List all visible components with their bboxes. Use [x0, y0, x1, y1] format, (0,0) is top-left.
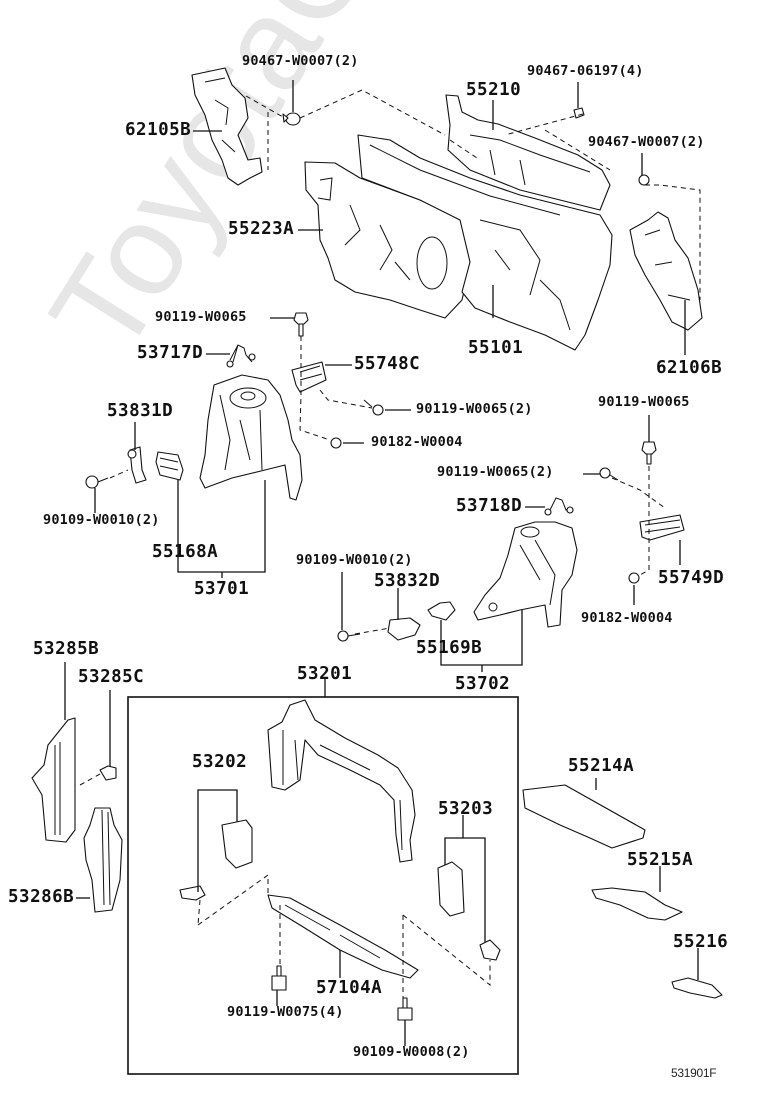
part-55749d[interactable]	[639, 514, 685, 541]
label-53285c[interactable]: 53285C	[78, 667, 145, 687]
part-90467-w0007-left[interactable]	[282, 112, 301, 126]
label-53831d[interactable]: 53831D	[107, 401, 174, 421]
label-55749d[interactable]: 55749D	[658, 568, 725, 588]
label-55216[interactable]: 55216	[673, 932, 729, 952]
label-90467-w0007-left[interactable]: 90467-W0007(2)	[242, 53, 359, 69]
label-55748c[interactable]: 55748C	[354, 354, 421, 374]
label-90119-w0065-right[interactable]: 90119-W0065	[598, 394, 690, 410]
label-53718d[interactable]: 53718D	[456, 496, 523, 516]
label-53717d[interactable]: 53717D	[137, 343, 204, 363]
label-62105b[interactable]: 62105B	[125, 120, 192, 140]
part-90119-w0065-2-right[interactable]	[599, 467, 619, 481]
label-90109-w0010-right[interactable]: 90109-W0010(2)	[296, 552, 413, 568]
part-90119-w0065-right[interactable]	[641, 441, 657, 465]
label-90119-w0065-2-right[interactable]: 90119-W0065(2)	[437, 464, 554, 480]
label-53201[interactable]: 53201	[297, 664, 353, 684]
part-90467-w0007-right[interactable]	[638, 174, 650, 186]
figure-number: 531901F	[671, 1066, 717, 1080]
part-55169b[interactable]	[427, 601, 456, 621]
label-90109-w0008[interactable]: 90109-W0008(2)	[353, 1044, 470, 1060]
label-55101[interactable]: 55101	[468, 338, 524, 358]
part-55101[interactable]	[357, 134, 613, 351]
part-90109-w0010-left[interactable]	[85, 475, 109, 489]
part-55216[interactable]	[671, 977, 723, 999]
part-53203[interactable]	[437, 861, 501, 961]
part-90109-w0008[interactable]	[397, 997, 413, 1021]
part-55748c[interactable]	[291, 361, 327, 393]
part-53702[interactable]	[473, 521, 578, 628]
part-90467-06197[interactable]	[573, 107, 585, 119]
part-55210[interactable]	[445, 94, 611, 211]
label-57104a[interactable]: 57104A	[316, 978, 383, 998]
label-90119-w0075[interactable]: 90119-W0075(4)	[227, 1004, 344, 1020]
part-90109-w0010-right[interactable]	[337, 630, 361, 642]
part-53285b[interactable]	[31, 717, 76, 843]
part-53832d[interactable]	[387, 617, 421, 641]
part-90119-w0075[interactable]	[271, 965, 287, 991]
label-90119-w0065-top[interactable]: 90119-W0065	[155, 309, 247, 325]
assembly-box-53201	[127, 696, 519, 1075]
part-62105b[interactable]	[191, 67, 263, 186]
label-53702[interactable]: 53702	[455, 674, 511, 694]
part-90119-w0065-top[interactable]	[293, 312, 309, 337]
label-53285b[interactable]: 53285B	[33, 639, 100, 659]
part-53701[interactable]	[199, 374, 303, 501]
part-53718d[interactable]	[544, 497, 574, 516]
part-55214a[interactable]	[522, 784, 646, 849]
part-53286b[interactable]	[83, 807, 123, 913]
part-90182-w0004-left[interactable]	[330, 437, 342, 449]
part-62106b[interactable]	[629, 211, 703, 331]
label-55215a[interactable]: 55215A	[627, 850, 694, 870]
part-53285c[interactable]	[99, 765, 117, 781]
label-53203[interactable]: 53203	[438, 799, 494, 819]
label-90119-w0065-2-left[interactable]: 90119-W0065(2)	[416, 401, 533, 417]
leader-lines	[64, 80, 699, 1046]
part-57104a[interactable]	[267, 894, 419, 979]
part-53201[interactable]	[267, 699, 416, 863]
part-90119-w0065-2-left[interactable]	[363, 399, 384, 416]
label-53832d[interactable]: 53832D	[374, 571, 441, 591]
label-55223a[interactable]: 55223A	[228, 219, 295, 239]
label-90467-w0007-right[interactable]: 90467-W0007(2)	[588, 134, 705, 150]
part-90182-w0004-right[interactable]	[628, 572, 640, 584]
label-55214a[interactable]: 55214A	[568, 756, 635, 776]
part-53717d[interactable]	[226, 344, 256, 368]
part-55223a[interactable]	[304, 161, 471, 319]
label-53701[interactable]: 53701	[194, 579, 250, 599]
label-55169b[interactable]: 55169B	[416, 638, 483, 658]
part-53831d[interactable]	[127, 446, 147, 484]
part-55215a[interactable]	[591, 887, 683, 921]
label-53202[interactable]: 53202	[192, 752, 248, 772]
label-90109-w0010-left[interactable]: 90109-W0010(2)	[43, 512, 160, 528]
assembly-dashed-lines	[79, 89, 701, 998]
label-90182-w0004-left[interactable]: 90182-W0004	[371, 434, 463, 450]
label-90182-w0004-right[interactable]: 90182-W0004	[581, 610, 673, 626]
label-55168a[interactable]: 55168A	[152, 542, 219, 562]
part-55168a[interactable]	[155, 451, 184, 481]
label-55210[interactable]: 55210	[466, 80, 522, 100]
part-53202[interactable]	[179, 819, 253, 901]
label-53286b[interactable]: 53286B	[8, 887, 75, 907]
label-62106b[interactable]: 62106B	[656, 358, 723, 378]
label-90467-06197[interactable]: 90467-06197(4)	[527, 63, 644, 79]
